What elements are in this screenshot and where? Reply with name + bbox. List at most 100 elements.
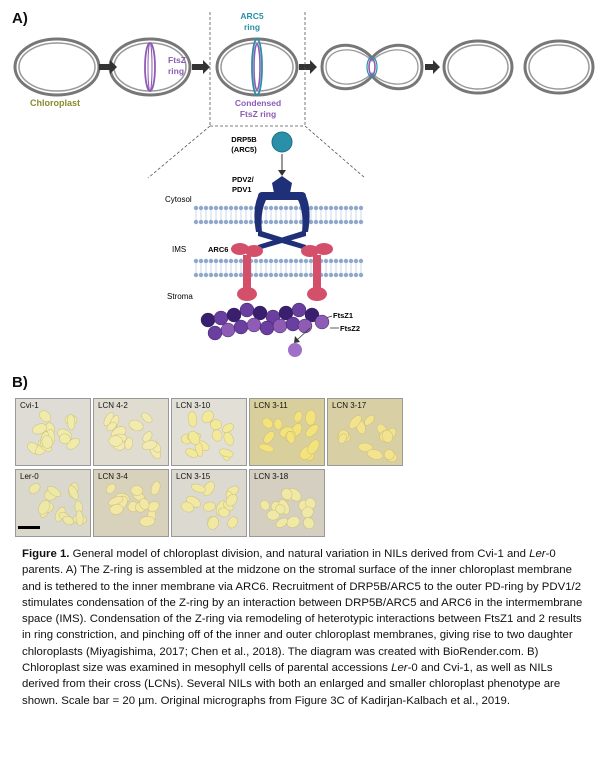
- chloroplast-blob: [59, 433, 71, 445]
- scale-bar: [18, 526, 40, 529]
- arc5-label-line2: ring: [244, 22, 260, 32]
- chloroplast-blob: [41, 435, 53, 449]
- chloroplast-blob: [130, 485, 144, 496]
- micrograph-tile: LCN 4-2: [93, 398, 169, 466]
- chloroplast-blob: [139, 516, 156, 527]
- drp5b-label-line2: (ARC5): [231, 145, 257, 154]
- panel-a-label: A): [12, 10, 28, 27]
- caption-part1: General model of chloroplast division, a…: [69, 548, 530, 560]
- chloroplast-blob: [188, 430, 201, 445]
- micrograph-tile: LCN 3-17: [327, 398, 403, 466]
- micrograph-label: LCN 3-10: [176, 401, 211, 410]
- arc6-protein: [231, 243, 333, 301]
- micrograph-tile: Ler-0: [15, 469, 91, 537]
- micrograph-tile: LCN 3-4: [93, 469, 169, 537]
- chloroplast-blob: [209, 419, 223, 430]
- caption-figure-label: Figure 1.: [22, 548, 70, 560]
- chloroplast-blob: [383, 449, 395, 460]
- chloroplast-blob: [357, 442, 373, 452]
- micrograph-tile: LCN 3-18: [249, 469, 325, 537]
- caption-part2: -0 parents. A) The Z-ring is assembled a…: [22, 548, 583, 675]
- process-arrows: [99, 60, 440, 74]
- chloroplast-blob: [142, 431, 153, 443]
- chloroplast-blob: [128, 419, 144, 432]
- chloroplast-blob: [47, 485, 62, 498]
- chloroplast-cluster-image: [180, 481, 239, 530]
- chloroplast-blob: [273, 418, 283, 430]
- stroma-label: Stroma: [167, 292, 193, 301]
- micrograph-label: LCN 3-15: [176, 472, 211, 481]
- chloroplast-blob: [364, 415, 375, 426]
- micrograph-label: LCN 3-11: [254, 401, 288, 410]
- chloroplast-cluster-image: [106, 481, 161, 527]
- free-ftsz-subunit: [288, 343, 302, 357]
- ftsz-filaments: [200, 302, 330, 341]
- chloroplast-blob: [260, 500, 270, 511]
- chloroplast-blob: [124, 437, 134, 450]
- arc6-label: ARC6: [208, 245, 228, 254]
- chloroplast-blob: [258, 443, 274, 453]
- figure-caption: Figure 1. General model of chloroplast d…: [22, 546, 592, 709]
- chloroplast-blob: [305, 497, 317, 510]
- arc5-ring-shape: [251, 38, 263, 96]
- chloroplast-blob: [286, 516, 301, 528]
- chloroplast-blob: [106, 421, 117, 432]
- caption-ler-2: Ler: [391, 662, 408, 675]
- micrograph-tile: Cvi-1: [15, 398, 91, 466]
- daughter-chloroplasts: [442, 39, 595, 95]
- chloroplast-blob: [141, 412, 153, 423]
- caption-part3: -0 and Cvi-1, as well as NILs derived fr…: [22, 662, 561, 707]
- chloroplast-blob: [147, 501, 160, 512]
- chloroplast-blob: [275, 517, 288, 528]
- chloroplast-blob: [281, 488, 293, 500]
- micrograph-label: LCN 3-18: [254, 472, 289, 481]
- chloroplast-blob: [39, 410, 52, 423]
- chloroplast-blob: [139, 498, 150, 510]
- chloroplast-blob: [211, 429, 223, 442]
- pdv-label-line2: PDV1: [232, 185, 252, 194]
- chloroplast-blob: [187, 411, 198, 428]
- chloroplast-blob: [275, 504, 286, 515]
- chloroplast-blob: [106, 483, 116, 494]
- chloroplast-blob: [150, 481, 161, 496]
- chloroplast-blob: [266, 509, 280, 521]
- chloroplast-blob: [262, 417, 274, 429]
- chloroplast-blob: [75, 510, 84, 527]
- chloroplast-cluster-image: [27, 410, 80, 456]
- chloroplast-blob: [286, 431, 296, 444]
- chloroplast-blob: [305, 424, 319, 438]
- ftsz2-label: FtsZ2: [340, 324, 360, 333]
- chloroplast-blob: [218, 448, 234, 458]
- chloroplast-blob: [108, 435, 123, 447]
- condensed-label-line2: FtsZ ring: [240, 109, 276, 119]
- chloroplast-blob: [293, 411, 303, 423]
- chloroplast-step-3: [215, 37, 299, 97]
- chloroplast-blob: [263, 431, 275, 444]
- outer-membrane: [193, 205, 364, 225]
- drp5b-label-line1: DRP5B: [231, 135, 257, 144]
- micrograph-tile: LCN 3-15: [171, 469, 247, 537]
- chloroplast-blob: [28, 483, 41, 494]
- micrograph-label: Ler-0: [20, 472, 39, 481]
- pdv-label-line1: PDV2/: [232, 175, 255, 184]
- chloroplast-blob: [201, 410, 214, 424]
- drp5b-particle: [271, 131, 293, 153]
- chloroplast-cluster-image: [28, 482, 87, 527]
- chloroplast-blob: [227, 516, 238, 529]
- chloroplast-blob: [67, 413, 76, 431]
- chloroplast-blob: [366, 449, 384, 460]
- chloroplast-blob: [32, 423, 47, 435]
- ftsz1-label: FtsZ1: [333, 311, 353, 320]
- chloroplast-blob: [225, 494, 238, 507]
- chloroplast-blob: [202, 501, 216, 512]
- chloroplast-blob: [38, 500, 51, 515]
- chloroplast-blob: [62, 515, 74, 526]
- chloroplast-cluster-image: [260, 488, 317, 530]
- chloroplast-step-1: [13, 37, 101, 97]
- chloroplast-blob: [191, 483, 206, 493]
- chloroplast-cluster-image: [103, 412, 161, 460]
- chloroplast-blob: [223, 431, 234, 446]
- inner-membrane: [193, 258, 364, 278]
- chloroplast-cluster-image: [258, 409, 320, 461]
- chloroplast-blob: [207, 516, 219, 530]
